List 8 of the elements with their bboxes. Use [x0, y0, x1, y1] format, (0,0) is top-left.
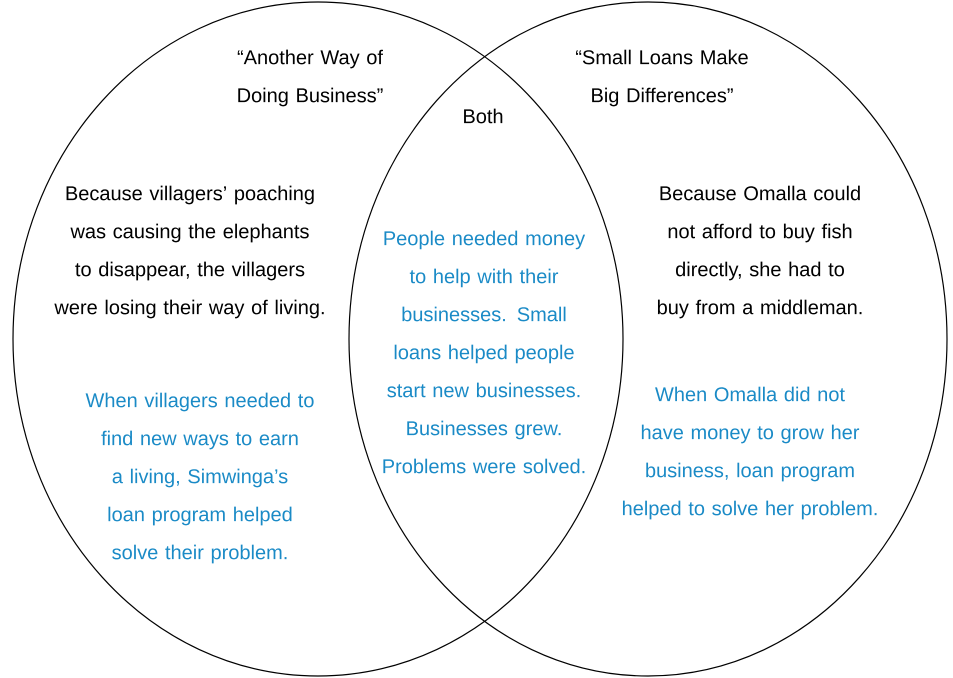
body-text: Because Omalla could not afford to buy fish directly, she had to buy from a middleman. [658, 186, 862, 318]
body-text: People needed money to help with their businesses. Small loans helped people start new businesses. Businesses grew. Problems were solved. [383, 230, 586, 474]
body-text: Because villagers’ poaching was causing the elephants to disappear, the villagers were losing their way of living. [54, 186, 324, 318]
body-text: When Omalla did not have money to grow her business, loan program helped to solve her problem. [622, 386, 877, 520]
circle-title: “Small Loans Make Big Differences” [576, 50, 748, 106]
circle-title: “Another Way of Doing Business” [238, 50, 383, 106]
body-text: When villagers needed to find new ways to earn a living, Simwinga’s loan program helped solve their problem. [86, 392, 314, 564]
overlap-title: Both [464, 108, 502, 124]
